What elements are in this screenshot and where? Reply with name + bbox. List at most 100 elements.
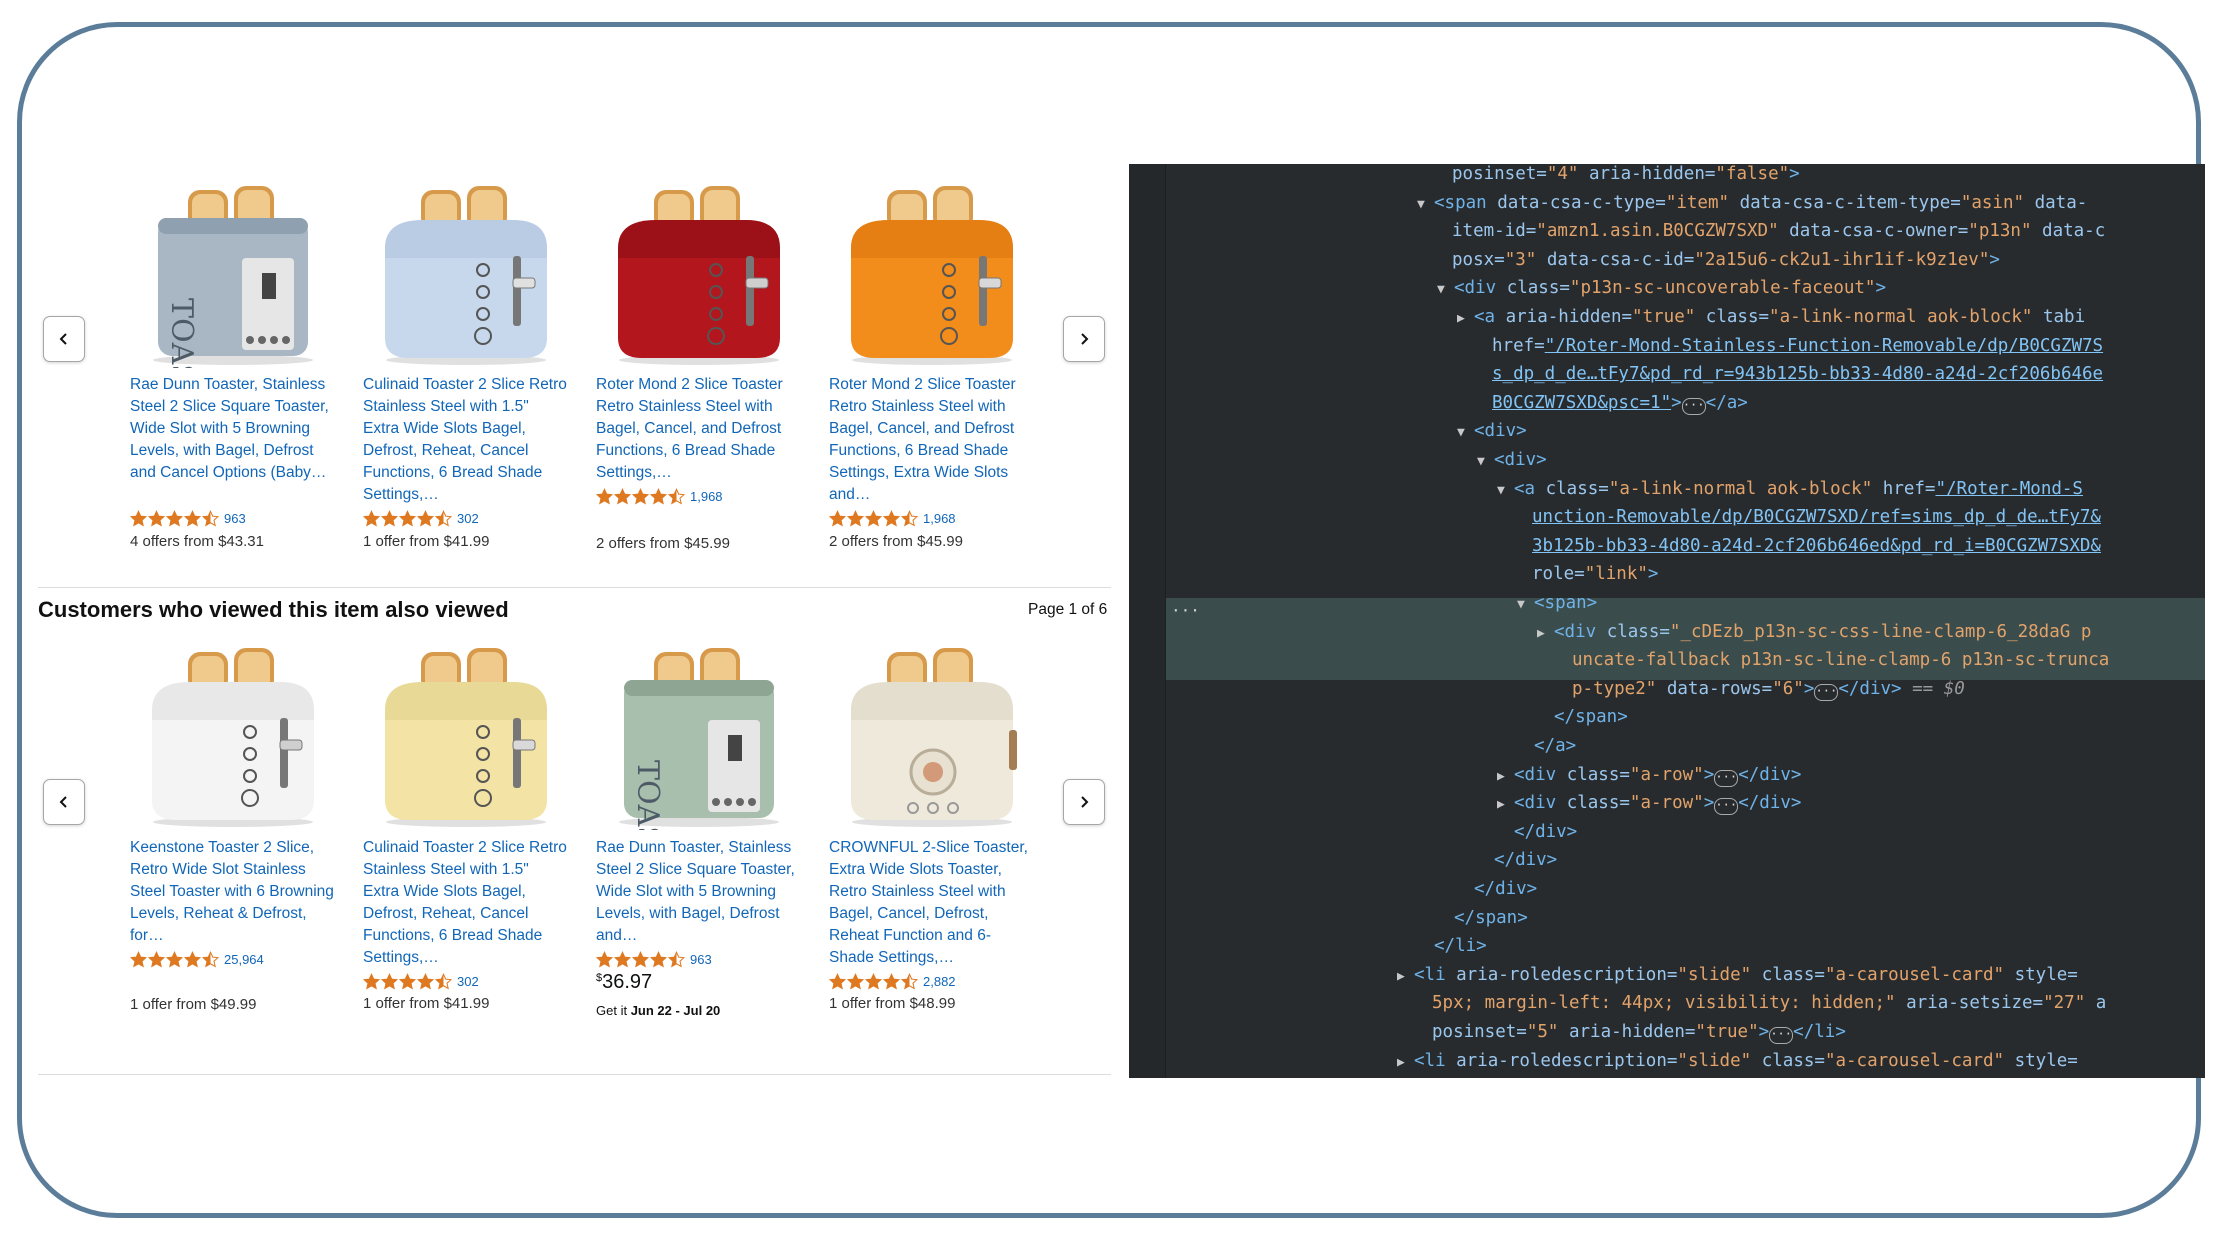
dom-tree-line[interactable]: </span> — [1537, 703, 1628, 731]
ellipsis-icon[interactable]: ··· — [1714, 769, 1739, 787]
expand-triangle-icon[interactable]: ▶ — [1537, 625, 1545, 641]
expand-triangle-icon[interactable]: ▶ — [1397, 1054, 1405, 1070]
collapse-triangle-icon[interactable]: ▼ — [1477, 454, 1485, 469]
code-token[interactable]: unction-Removable/dp/B0CGZW7SXD/ref=sims… — [1532, 507, 2101, 528]
offer-text[interactable]: 4 offers from $43.31 — [130, 533, 264, 550]
dom-tree-line[interactable]: 5px; margin-left: 44px; visibility: hidd… — [1415, 1075, 2106, 1078]
dom-tree-line[interactable]: 5px; margin-left: 44px; visibility: hidd… — [1415, 989, 2106, 1017]
expand-triangle-icon[interactable]: ▶ — [1497, 797, 1505, 813]
product-title-link[interactable]: CROWNFUL 2-Slice Toaster, Extra Wide Slo… — [829, 839, 1028, 966]
dom-tree-line[interactable]: ▼<span> — [1517, 589, 1597, 617]
dom-tree-line[interactable]: ▼<span data-csa-c-type="item" data-csa-c… — [1417, 189, 2087, 217]
collapse-triangle-icon[interactable]: ▼ — [1437, 282, 1445, 298]
star-rating[interactable]: 302 — [363, 971, 567, 991]
rating-count[interactable]: 963 — [690, 951, 712, 967]
product-title-link[interactable]: Rae Dunn Toaster, Stainless Steel 2 Slic… — [596, 839, 795, 944]
carousel-prev-button-bottom[interactable] — [43, 779, 85, 825]
dom-tree-line[interactable]: </li> — [1417, 932, 1487, 960]
offer-text[interactable]: 1 offer from $41.99 — [363, 995, 490, 1012]
star-rating[interactable]: 963 — [130, 508, 334, 528]
product-image[interactable]: TOAST — [130, 178, 334, 368]
ellipsis-icon[interactable]: ··· — [1769, 1027, 1794, 1044]
dom-tree-line[interactable]: 3b125b-bb33-4d80-a24d-2cf206b646ed&pd_rd… — [1515, 532, 2101, 560]
product-image[interactable]: TOAST — [596, 640, 800, 830]
dom-tree-line[interactable]: ▶<div class="_cDEzb_p13n-sc-css-line-cla… — [1537, 618, 2091, 646]
offer-text[interactable]: 1 offer from $49.99 — [130, 996, 257, 1013]
collapse-triangle-icon[interactable]: ▼ — [1517, 597, 1525, 612]
code-token[interactable]: B0CGZW7SXD&psc=1" — [1492, 392, 1672, 413]
dom-tree-line[interactable]: ▶<div class="a-row">···</div> — [1497, 761, 1801, 789]
node-actions-icon[interactable]: ··· — [1171, 601, 1200, 620]
star-rating[interactable]: 25,964 — [130, 949, 334, 969]
dom-tree-line[interactable]: ▶<li aria-roledescription="slide" class=… — [1397, 1047, 2078, 1075]
product-image[interactable] — [829, 640, 1033, 830]
product-title-link[interactable]: Culinaid Toaster 2 Slice Retro Stainless… — [363, 839, 567, 966]
code-token[interactable]: s_dp_d_de…tFy7&pd_rd_r=943b125b-bb33-4d8… — [1492, 364, 2104, 385]
dom-tree-line[interactable]: s_dp_d_de…tFy7&pd_rd_r=943b125b-bb33-4d8… — [1475, 360, 2103, 388]
star-rating[interactable]: 302 — [363, 508, 567, 528]
rating-count[interactable]: 1,968 — [690, 488, 723, 504]
collapse-triangle-icon[interactable]: ▼ — [1457, 425, 1465, 441]
product-title-link[interactable]: Roter Mond 2 Slice Toaster Retro Stainle… — [829, 376, 1016, 503]
code-token[interactable]: 3b125b-bb33-4d80-a24d-2cf206b646ed&pd_rd… — [1532, 535, 2101, 556]
code-token[interactable]: "/Roter-Mond-S — [1935, 478, 2083, 499]
star-rating[interactable]: 963 — [596, 949, 800, 969]
star-rating[interactable]: 2,882 — [829, 971, 1033, 991]
dom-tree-line[interactable]: ▼<div> — [1477, 446, 1547, 474]
dom-tree-line[interactable]: href="/Roter-Mond-Stainless-Function-Rem… — [1475, 332, 2103, 360]
expand-triangle-icon[interactable]: ▶ — [1397, 968, 1405, 984]
offer-text[interactable]: 1 offer from $48.99 — [829, 995, 956, 1012]
product-image[interactable] — [363, 178, 567, 368]
ellipsis-icon[interactable]: ··· — [1681, 397, 1706, 415]
dom-tree-line[interactable]: ▼<div> — [1457, 417, 1527, 445]
dom-tree-line[interactable]: B0CGZW7SXD&psc=1">···</a> — [1475, 389, 1748, 417]
dom-tree-line[interactable]: posx="3" data-csa-c-id="2a15u6-ck2u1-ihr… — [1435, 246, 2000, 274]
product-title-link[interactable]: Culinaid Toaster 2 Slice Retro Stainless… — [363, 376, 567, 503]
rating-count[interactable]: 302 — [457, 510, 479, 526]
dom-tree-line[interactable]: </div> — [1477, 846, 1557, 874]
product-title-link[interactable]: Roter Mond 2 Slice Toaster Retro Stainle… — [596, 376, 783, 481]
rating-count[interactable]: 1,968 — [923, 510, 956, 526]
product-image[interactable] — [596, 178, 800, 368]
dom-tree-line[interactable]: role="link"> — [1515, 560, 1658, 588]
selected-node-highlight[interactable] — [1166, 598, 2205, 680]
rating-count[interactable]: 2,882 — [923, 973, 956, 989]
star-rating[interactable]: 1,968 — [596, 486, 800, 506]
product-image[interactable] — [130, 640, 334, 830]
dom-tree-line[interactable]: item-id="amzn1.asin.B0CGZW7SXD" data-csa… — [1435, 217, 2105, 245]
dom-tree-line[interactable]: ▶<li aria-roledescription="slide" class=… — [1397, 961, 2078, 989]
offer-text[interactable]: 2 offers from $45.99 — [596, 535, 730, 552]
rating-count[interactable]: 302 — [457, 973, 479, 989]
rating-count[interactable]: 25,964 — [224, 951, 264, 967]
dom-tree-line[interactable]: ▼<a class="a-link-normal aok-block" href… — [1497, 475, 2083, 503]
product-image[interactable] — [363, 640, 567, 830]
carousel-prev-button-top[interactable] — [43, 316, 85, 362]
dom-tree-line[interactable]: </span> — [1437, 904, 1528, 932]
offer-text[interactable]: 2 offers from $45.99 — [829, 533, 963, 550]
collapse-triangle-icon[interactable]: ▼ — [1417, 196, 1425, 212]
product-image[interactable] — [829, 178, 1033, 368]
carousel-next-button-bottom[interactable] — [1063, 779, 1105, 825]
collapse-triangle-icon[interactable]: ▼ — [1497, 482, 1505, 498]
offer-text[interactable]: 1 offer from $41.99 — [363, 533, 490, 550]
dom-tree-line[interactable]: </div> — [1497, 818, 1577, 846]
star-rating[interactable]: 1,968 — [829, 508, 1033, 528]
product-price[interactable]: $36.97 — [596, 971, 652, 994]
product-title-link[interactable]: Rae Dunn Toaster, Stainless Steel 2 Slic… — [130, 376, 329, 481]
rating-count[interactable]: 963 — [224, 510, 246, 526]
dom-tree-line[interactable]: unction-Removable/dp/B0CGZW7SXD/ref=sims… — [1515, 503, 2101, 531]
dom-tree-line[interactable]: ▶<div class="a-row">···</div> — [1497, 789, 1801, 817]
dom-tree-line[interactable]: p-type2" data-rows="6">···</div> == $0 — [1555, 675, 1965, 703]
product-title-link[interactable]: Keenstone Toaster 2 Slice, Retro Wide Sl… — [130, 839, 334, 944]
dom-tree-line[interactable]: ▶<a aria-hidden="true" class="a-link-nor… — [1457, 303, 2085, 331]
dom-tree-line[interactable]: uncate-fallback p13n-sc-line-clamp-6 p13… — [1555, 646, 2109, 674]
dom-tree-line[interactable]: posinset="4" aria-hidden="false"> — [1435, 164, 1800, 188]
carousel-next-button-top[interactable] — [1063, 316, 1105, 362]
ellipsis-icon[interactable]: ··· — [1714, 798, 1739, 816]
ellipsis-icon[interactable]: ··· — [1814, 683, 1839, 701]
expand-triangle-icon[interactable]: ▶ — [1497, 768, 1505, 784]
dom-tree-line[interactable]: posinset="5" aria-hidden="true">···</li> — [1415, 1018, 1846, 1046]
code-token[interactable]: "/Roter-Mond-Stainless-Function-Removabl… — [1544, 335, 2104, 356]
expand-triangle-icon[interactable]: ▶ — [1457, 311, 1465, 326]
dom-tree-line[interactable]: </a> — [1517, 732, 1576, 760]
